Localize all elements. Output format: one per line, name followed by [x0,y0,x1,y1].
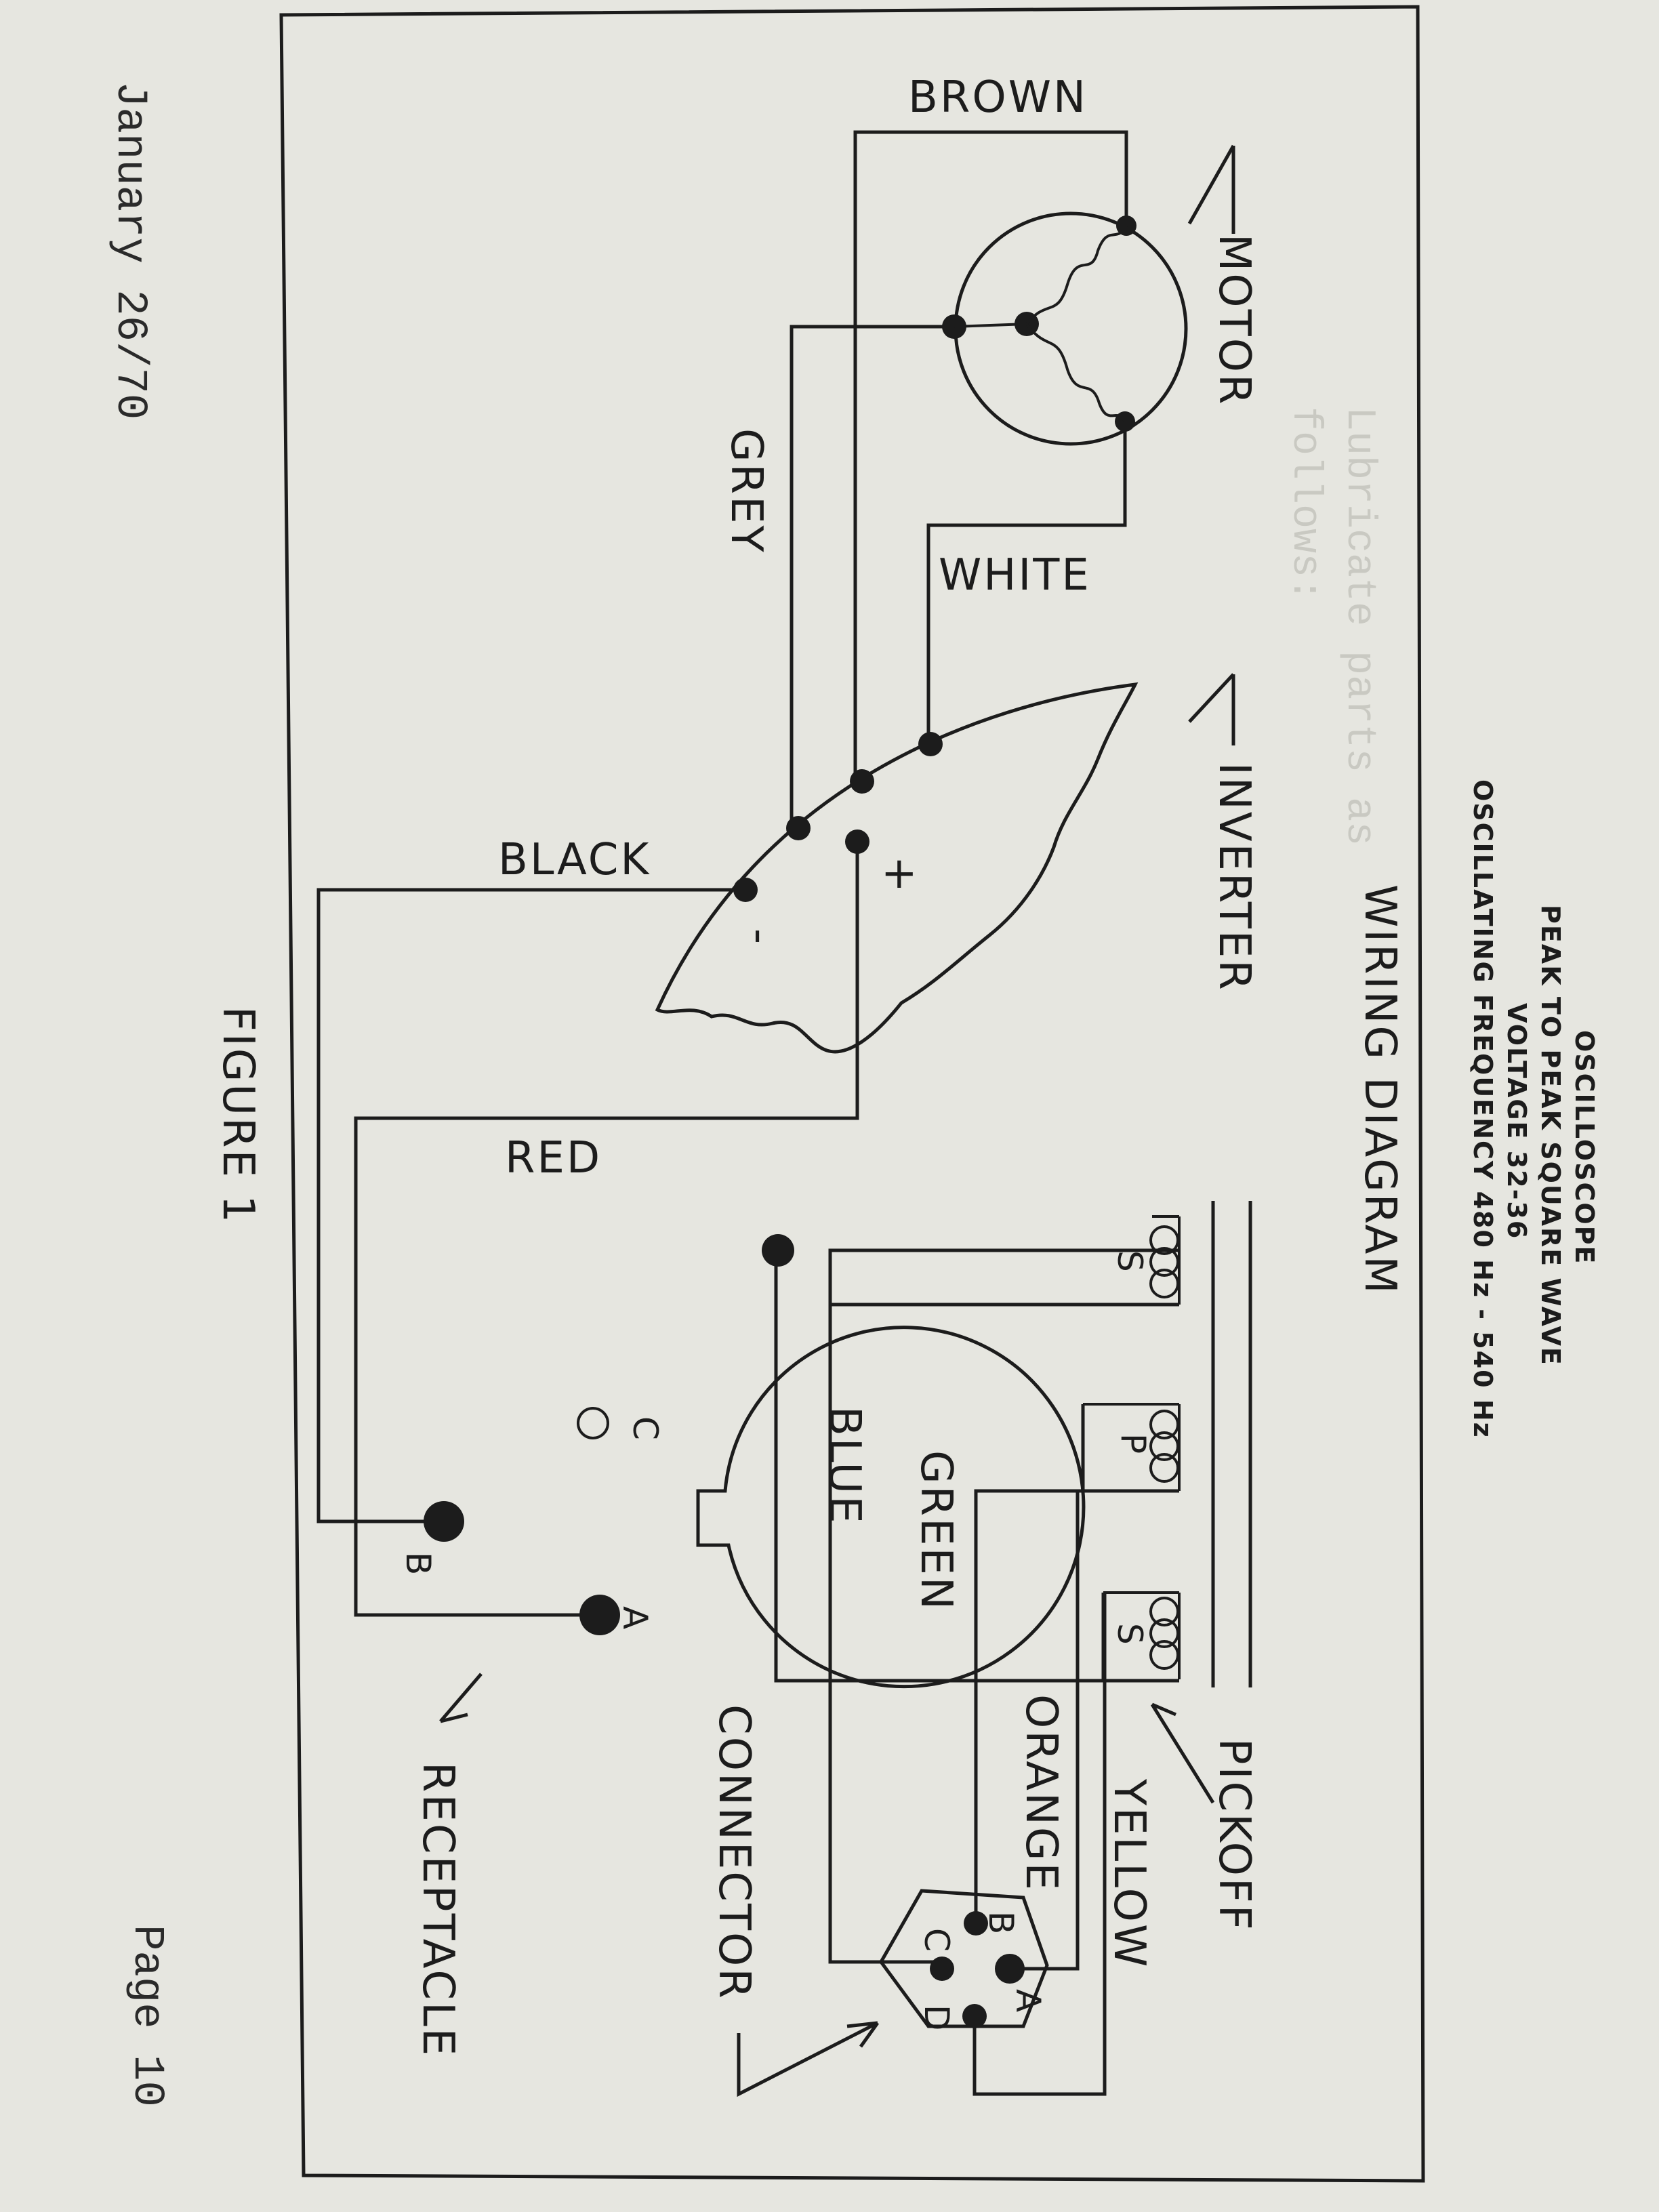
receptacle-pin-o [577,1407,609,1439]
label-yellow: YELLOW [1104,1778,1154,1969]
wire-black [316,888,745,1523]
bleed-through-text: Lubricate parts as follows: [1282,407,1382,846]
receptacle-circle [696,1326,1086,1689]
receptacle-pointer [439,1673,483,1723]
svg-text:Lubricate parts as: Lubricate parts as [1336,407,1382,846]
label-red: RED [505,1133,602,1183]
motor-winding-1 [1025,225,1128,325]
inverter-pointer [1188,673,1235,745]
inverter-outline [655,682,1139,1054]
coil-s2 [1103,1591,1181,1679]
receptacle-label-a: A [615,1606,655,1629]
polarity-minus: - [735,928,785,946]
header-line4: OSCILLATING FREQUENCY 480 Hz - 540 Hz [1468,779,1498,1439]
wire-white [926,422,1127,744]
receptacle-label-c: C [626,1416,665,1440]
label-receptacle: RECEPTACLE [413,1762,463,2057]
label-pickoff: PICKOFF [1209,1738,1259,1932]
wire-grey [790,325,954,828]
label-grey: GREY [721,428,771,554]
pickoff [1083,1201,1252,1804]
motor-winding-2 [1025,323,1126,423]
motor [942,144,1235,446]
label-inverter: INVERTER [1209,762,1259,992]
connector-pin-c [930,1957,954,1981]
connector-label-c: C [917,1928,956,1952]
coil-s1 [1149,1215,1181,1305]
connector-label-a: A [1008,1989,1048,2012]
coil-label-s2: S [1110,1623,1149,1645]
label-motor: MOTOR [1209,234,1259,407]
label-connector: CONNECTOR [709,1704,759,2001]
label-brown: BROWN [908,73,1088,123]
wire-d-loop [972,1593,1107,2096]
wires [316,130,1179,2096]
connector-pointer [737,2021,880,2097]
connector-label-b: B [981,1911,1021,1934]
label-orange: ORANGE [1016,1694,1066,1892]
diagram-title: WIRING DIAGRAM [1355,884,1405,1296]
coil-p [1083,1403,1181,1491]
svg-text:follows:: follows: [1282,407,1328,602]
wire-green [974,1404,1085,1923]
connector-label-d: D [917,2005,956,2031]
label-green: GREEN [911,1450,961,1612]
label-black: BLACK [498,835,651,885]
polarity-plus: + [881,848,920,899]
diagram-border [279,5,1425,2183]
header-block: OSCILLOSCOPE PEAK TO PEAK SQUARE WAVE VO… [1468,779,1599,1439]
receptacle-label-b: B [398,1552,438,1575]
label-white: WHITE [939,550,1091,600]
header-line1: OSCILLOSCOPE [1570,1030,1599,1265]
motor-pointer [1187,144,1235,234]
header-line3: VOLTAGE 32-36 [1502,1003,1532,1240]
coil-label-s1: S [1110,1250,1149,1272]
footer-date: January 26/70 [105,81,154,419]
wire-brown [853,130,1128,781]
coil-label-p: P [1113,1433,1153,1454]
label-blue: BLUE [819,1406,869,1525]
figure-caption: FIGURE 1 [213,1006,263,1225]
pickoff-pointer [1150,1702,1215,1804]
wire-red [354,842,859,1617]
footer-page: Page 10 [122,1925,171,2107]
wire-yellow [1010,1489,1179,1971]
header-line2: PEAK TO PEAK SQUARE WAVE [1536,905,1565,1366]
